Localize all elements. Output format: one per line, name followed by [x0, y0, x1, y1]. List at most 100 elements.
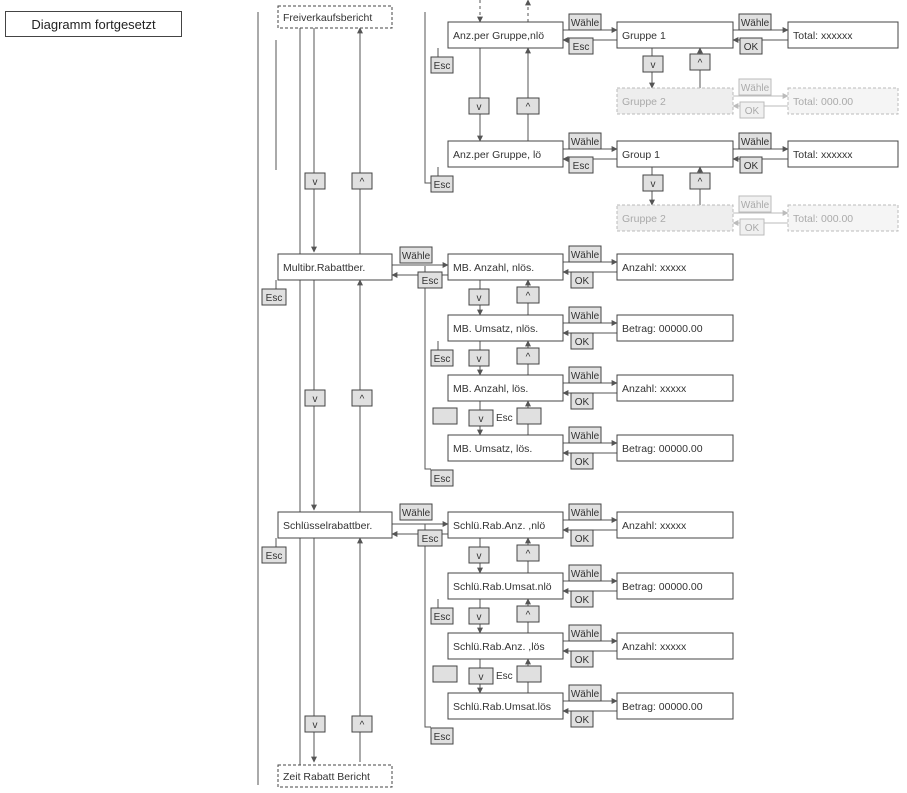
- ok-key-label: OK: [744, 161, 759, 172]
- down-key[interactable]: v: [468, 409, 494, 427]
- up-key-group[interactable]: ^: [516, 97, 540, 115]
- select-key-faded[interactable]: Wähle: [738, 195, 772, 213]
- group-total-result-label: Total: xxxxxx: [793, 149, 853, 161]
- ok-key-faded[interactable]: OK: [739, 218, 765, 236]
- multi-item-label: MB. Umsatz, nlös.: [453, 323, 538, 335]
- ok-key[interactable]: OK: [570, 332, 594, 350]
- multi-item: MB. Anzahl, lös.: [447, 374, 564, 402]
- esc-key-main-2[interactable]: Esc: [261, 546, 287, 564]
- down-key[interactable]: v: [642, 55, 664, 73]
- select-key[interactable]: Wähle: [568, 306, 602, 324]
- esc-key-multi[interactable]: Esc: [417, 271, 443, 289]
- esc-key[interactable]: Esc: [568, 156, 594, 174]
- blank-key[interactable]: [516, 665, 542, 683]
- key-esc-rail: [424, 524, 431, 728]
- ok-key-label: OK: [744, 42, 759, 53]
- select-key[interactable]: Wähle: [568, 366, 602, 384]
- esc-key[interactable]: Esc: [430, 607, 454, 625]
- key-item: Schlü.Rab.Anz. ,nlö: [447, 511, 564, 539]
- select-key[interactable]: Wähle: [568, 132, 602, 150]
- select-key-label: Wähle: [571, 371, 600, 382]
- esc-key[interactable]: Esc: [568, 37, 594, 55]
- esc-key[interactable]: Esc: [430, 469, 454, 487]
- ok-key-label: OK: [575, 715, 590, 726]
- select-key[interactable]: Wähle: [568, 426, 602, 444]
- select-key[interactable]: Wähle: [568, 684, 602, 702]
- select-key-faded-label: Wähle: [741, 83, 770, 94]
- up-key-main-3-label: ^: [360, 720, 365, 731]
- esc-key[interactable]: Esc: [430, 56, 454, 74]
- down-key-label: v: [651, 60, 656, 71]
- select-key[interactable]: Wähle: [568, 245, 602, 263]
- group-total-result-label: Total: xxxxxx: [793, 30, 853, 42]
- select-key-label: Wähle: [571, 431, 600, 442]
- select-key-faded[interactable]: Wähle: [738, 78, 772, 96]
- up-key-main-1[interactable]: ^: [351, 172, 373, 190]
- up-key[interactable]: ^: [689, 53, 711, 71]
- down-key[interactable]: v: [468, 349, 490, 367]
- down-key-label: v: [477, 612, 482, 623]
- ok-key[interactable]: OK: [739, 156, 763, 174]
- ok-key[interactable]: OK: [570, 590, 594, 608]
- ok-key[interactable]: OK: [570, 452, 594, 470]
- ok-key[interactable]: OK: [570, 529, 594, 547]
- esc-key-label: Esc: [573, 161, 590, 172]
- ok-key-faded[interactable]: OK: [739, 101, 765, 119]
- down-key[interactable]: v: [468, 546, 490, 564]
- select-key[interactable]: Wähle: [568, 503, 602, 521]
- ok-key[interactable]: OK: [570, 650, 594, 668]
- up-key[interactable]: ^: [689, 172, 711, 190]
- down-key-main-1[interactable]: v: [304, 172, 326, 190]
- select-key[interactable]: Wähle: [568, 624, 602, 642]
- esc-key[interactable]: Esc: [430, 175, 454, 193]
- esc-key-main-1[interactable]: Esc: [261, 288, 287, 306]
- down-key[interactable]: v: [642, 174, 664, 192]
- up-key[interactable]: ^: [516, 605, 540, 623]
- select-key[interactable]: Wähle: [738, 132, 772, 150]
- down-key-label: v: [477, 354, 482, 365]
- select-key[interactable]: Wähle: [568, 564, 602, 582]
- ok-key[interactable]: OK: [570, 710, 594, 728]
- ok-key-label: OK: [575, 337, 590, 348]
- zeit-rabatt-bericht-item: Zeit Rabatt Bericht: [277, 764, 393, 788]
- down-key-main-2[interactable]: v: [304, 389, 326, 407]
- down-key-group[interactable]: v: [468, 97, 490, 115]
- select-key[interactable]: Wähle: [738, 13, 772, 31]
- up-key[interactable]: ^: [516, 347, 540, 365]
- down-key[interactable]: v: [468, 667, 494, 685]
- ok-key[interactable]: OK: [570, 271, 594, 289]
- ok-key[interactable]: OK: [570, 392, 594, 410]
- select-key[interactable]: Wähle: [568, 13, 602, 31]
- up-key[interactable]: ^: [516, 286, 540, 304]
- esc-key-key[interactable]: Esc: [417, 529, 443, 547]
- ok-key-faded-label: OK: [745, 223, 760, 234]
- down-key[interactable]: v: [468, 607, 490, 625]
- multi-item: MB. Anzahl, nlös.: [447, 253, 564, 281]
- blank-key[interactable]: [432, 665, 458, 683]
- up-key[interactable]: ^: [516, 544, 540, 562]
- group-box-next-label: Gruppe 2: [622, 213, 666, 225]
- key-item: Schlü.Rab.Umsat.lös: [447, 692, 564, 720]
- select-key-key[interactable]: Wähle: [399, 503, 433, 521]
- down-key-main-3[interactable]: v: [304, 715, 326, 733]
- ok-key[interactable]: OK: [739, 37, 763, 55]
- up-key-main-2[interactable]: ^: [351, 389, 373, 407]
- select-key-faded-label: Wähle: [741, 200, 770, 211]
- esc-key[interactable]: Esc: [430, 727, 454, 745]
- key-item-label: Schlü.Rab.Anz. ,lös: [453, 641, 545, 653]
- select-key-multi[interactable]: Wähle: [399, 246, 433, 264]
- blank-key[interactable]: [432, 407, 458, 425]
- down-key-label: v: [477, 293, 482, 304]
- key-item-label: Schlü.Rab.Umsat.nlö: [453, 581, 552, 593]
- key-result-label: Anzahl: xxxxx: [622, 520, 687, 532]
- multi-result: Betrag: 00000.00: [616, 314, 734, 342]
- esc-key[interactable]: Esc: [430, 349, 454, 367]
- down-key[interactable]: v: [468, 288, 490, 306]
- up-key-main-3[interactable]: ^: [351, 715, 373, 733]
- group-total-result: Total: xxxxxx: [787, 140, 899, 168]
- up-key-label: ^: [526, 352, 531, 363]
- esc-key-label: Esc: [434, 354, 451, 365]
- blank-key[interactable]: [516, 407, 542, 425]
- esc-key-label: Esc: [434, 474, 451, 485]
- esc-key-label: Esc: [434, 61, 451, 72]
